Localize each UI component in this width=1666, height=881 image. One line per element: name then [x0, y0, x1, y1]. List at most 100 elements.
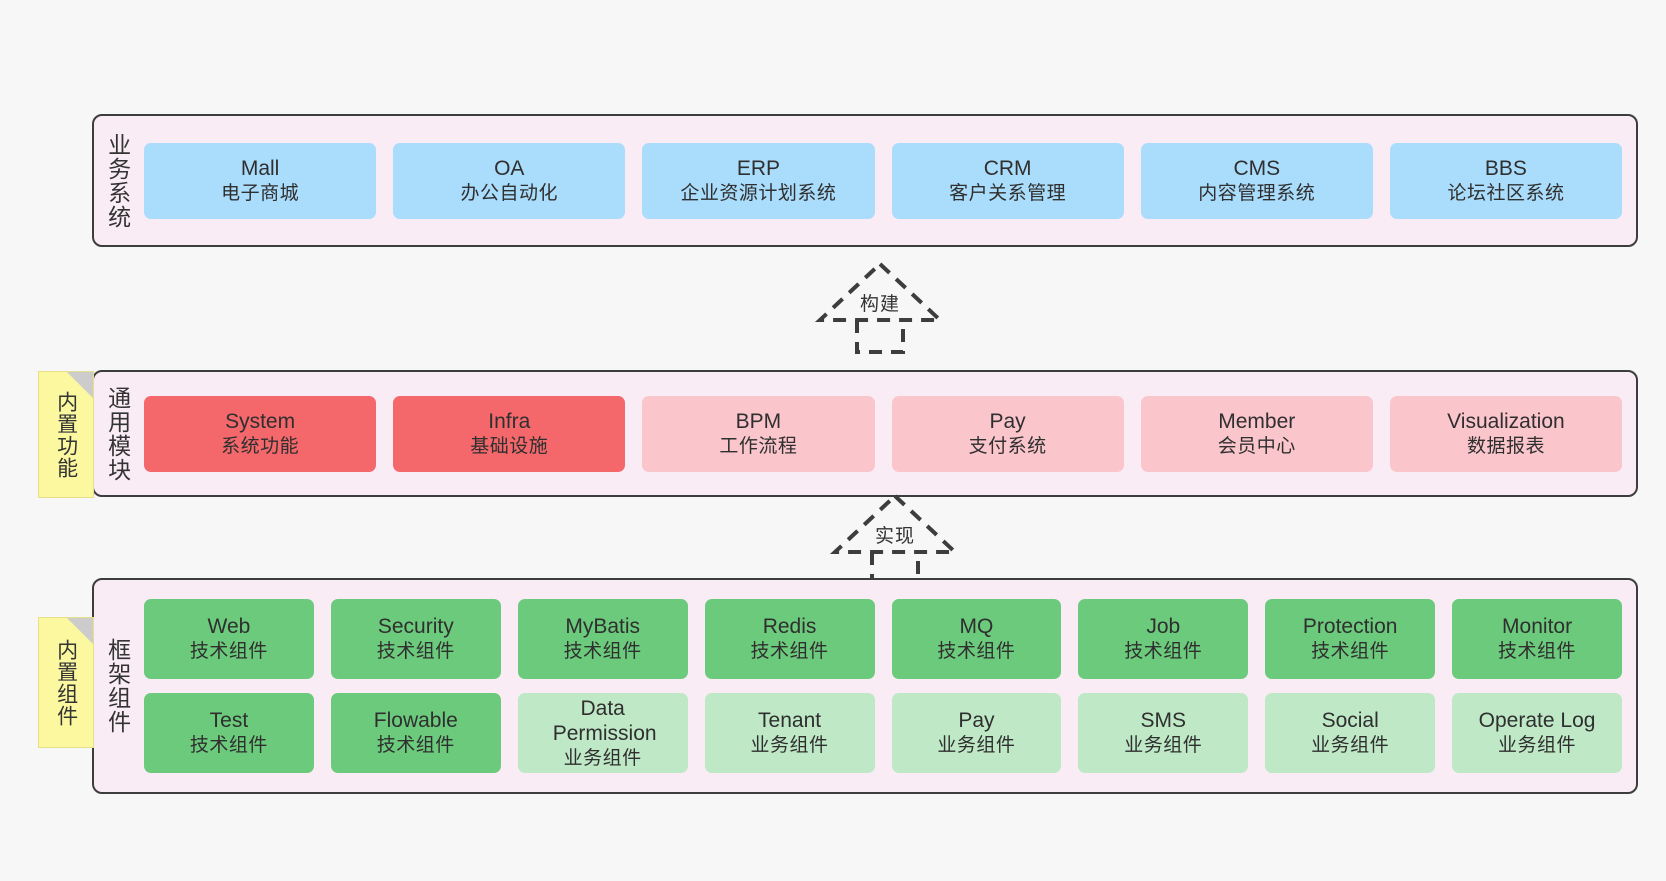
node-subtitle: 电子商城 [221, 182, 300, 204]
node-subtitle: 业务组件 [1311, 735, 1390, 757]
node-crm[interactable]: CRM 客户关系管理 [891, 142, 1124, 219]
layer-body-business-system: Mall 电子商城 OA 办公自动化 ERP 企业资源计划系统 CRM 客户关系… [140, 116, 1636, 245]
node-erp[interactable]: ERP 企业资源计划系统 [642, 142, 875, 219]
node-subtitle: 技术组件 [376, 641, 455, 663]
node-pay[interactable]: Pay 支付系统 [891, 395, 1124, 472]
node-title: MQ [959, 615, 994, 639]
node-flowable[interactable]: Flowable 技术组件 [330, 693, 501, 773]
node-subtitle: 业务组件 [1498, 735, 1577, 757]
node-bpm[interactable]: BPM 工作流程 [642, 395, 875, 472]
node-title: Social [1321, 709, 1379, 733]
node-subtitle: 技术组件 [750, 641, 829, 663]
node-subtitle: 工作流程 [719, 435, 798, 457]
layer-framework-component[interactable]: 框架组件 Web 技术组件 Security 技术组件 MyBatis 技术组件… [92, 578, 1638, 794]
node-pay-component[interactable]: Pay 业务组件 [891, 693, 1062, 773]
node-title: OA [494, 156, 525, 180]
node-subtitle: 技术组件 [937, 641, 1016, 663]
node-cms[interactable]: CMS 内容管理系统 [1140, 142, 1373, 219]
node-redis[interactable]: Redis 技术组件 [704, 599, 875, 679]
node-data-permission[interactable]: Data Permission 业务组件 [517, 693, 688, 773]
node-subtitle: 技术组件 [563, 641, 642, 663]
node-subtitle: 技术组件 [376, 735, 455, 757]
node-title: Flowable [373, 709, 458, 733]
node-row: Mall 电子商城 OA 办公自动化 ERP 企业资源计划系统 CRM 客户关系… [144, 142, 1623, 219]
node-row: System 系统功能 Infra 基础设施 BPM 工作流程 Pay 支付系统… [144, 395, 1623, 472]
node-security[interactable]: Security 技术组件 [330, 599, 501, 679]
node-test[interactable]: Test 技术组件 [144, 693, 314, 773]
node-member[interactable]: Member 会员中心 [1140, 395, 1373, 472]
node-title: Tenant [758, 709, 822, 733]
node-subtitle: 系统功能 [221, 435, 300, 457]
node-subtitle: 业务组件 [937, 735, 1016, 757]
node-title: System [225, 409, 296, 433]
arrow-build: 构建 [800, 258, 960, 356]
node-subtitle: 内容管理系统 [1198, 182, 1316, 204]
node-subtitle: 办公自动化 [460, 182, 559, 204]
node-subtitle: 数据报表 [1466, 435, 1545, 457]
arrow-head-triangle [814, 261, 946, 322]
node-title: Data Permission [552, 696, 657, 746]
node-title: Pay [989, 409, 1026, 433]
node-sms[interactable]: SMS 业务组件 [1078, 693, 1249, 773]
node-title: Job [1146, 615, 1181, 639]
node-mall[interactable]: Mall 电子商城 [144, 142, 377, 219]
node-mybatis[interactable]: MyBatis 技术组件 [517, 599, 688, 679]
sticky-note-builtin-function[interactable]: 内置功能 [38, 371, 94, 498]
node-title: Member [1218, 409, 1296, 433]
node-subtitle: 技术组件 [189, 641, 268, 663]
node-subtitle: 企业资源计划系统 [680, 182, 837, 204]
node-social[interactable]: Social 业务组件 [1265, 693, 1436, 773]
node-title: Mall [240, 156, 280, 180]
node-title: CRM [983, 156, 1032, 180]
sticky-note-builtin-component[interactable]: 内置组件 [38, 617, 94, 748]
layer-label-framework-component: 框架组件 [104, 638, 131, 734]
node-title: SMS [1140, 709, 1187, 733]
node-bbs[interactable]: BBS 论坛社区系统 [1389, 142, 1623, 219]
node-visualization[interactable]: Visualization 数据报表 [1389, 395, 1623, 472]
node-title: Protection [1302, 615, 1398, 639]
node-subtitle: 基础设施 [470, 435, 549, 457]
sticky-note-label: 内置组件 [54, 638, 78, 727]
layer-business-system[interactable]: 业务系统 Mall 电子商城 OA 办公自动化 ERP 企业资源计划系统 CRM… [92, 114, 1638, 247]
node-oa[interactable]: OA 办公自动化 [393, 142, 626, 219]
layer-body-framework-component: Web 技术组件 Security 技术组件 MyBatis 技术组件 Redi… [140, 580, 1636, 792]
node-title: ERP [736, 156, 781, 180]
node-subtitle: 业务组件 [1124, 735, 1203, 757]
node-title: BBS [1484, 156, 1527, 180]
arrow-label-build: 构建 [859, 294, 901, 315]
node-title: BPM [735, 409, 782, 433]
node-title: Test [209, 709, 249, 733]
node-row: Test 技术组件 Flowable 技术组件 Data Permission … [144, 693, 1622, 773]
node-title: Redis [762, 615, 817, 639]
node-subtitle: 技术组件 [1498, 641, 1577, 663]
node-system[interactable]: System 系统功能 [144, 395, 377, 472]
node-title: Security [377, 615, 454, 639]
node-subtitle: 客户关系管理 [949, 182, 1067, 204]
node-subtitle: 技术组件 [1124, 641, 1203, 663]
node-title: Infra [488, 409, 531, 433]
arrow-implement: 实现 [815, 490, 975, 588]
node-job[interactable]: Job 技术组件 [1078, 599, 1249, 679]
node-mq[interactable]: MQ 技术组件 [891, 599, 1062, 679]
node-subtitle: 论坛社区系统 [1447, 182, 1565, 204]
node-operate-log[interactable]: Operate Log 业务组件 [1452, 693, 1622, 773]
node-infra[interactable]: Infra 基础设施 [393, 395, 626, 472]
arrow-stem [855, 320, 905, 354]
layer-body-common-module: System 系统功能 Infra 基础设施 BPM 工作流程 Pay 支付系统… [140, 372, 1636, 495]
node-subtitle: 会员中心 [1217, 435, 1296, 457]
node-row: Web 技术组件 Security 技术组件 MyBatis 技术组件 Redi… [144, 599, 1622, 679]
layer-label-common-module: 通用模块 [104, 385, 131, 482]
node-title: MyBatis [565, 615, 641, 639]
node-subtitle: 技术组件 [1311, 641, 1390, 663]
node-title: CMS [1233, 156, 1281, 180]
node-title: Operate Log [1478, 709, 1596, 733]
node-title: Monitor [1502, 615, 1573, 639]
node-protection[interactable]: Protection 技术组件 [1265, 599, 1436, 679]
node-tenant[interactable]: Tenant 业务组件 [704, 693, 875, 773]
layer-common-module[interactable]: 通用模块 System 系统功能 Infra 基础设施 BPM 工作流程 Pay… [92, 370, 1638, 497]
arrow-label-implement: 实现 [874, 526, 916, 547]
node-monitor[interactable]: Monitor 技术组件 [1452, 599, 1622, 679]
node-web[interactable]: Web 技术组件 [144, 599, 314, 679]
node-subtitle: 业务组件 [563, 747, 642, 769]
